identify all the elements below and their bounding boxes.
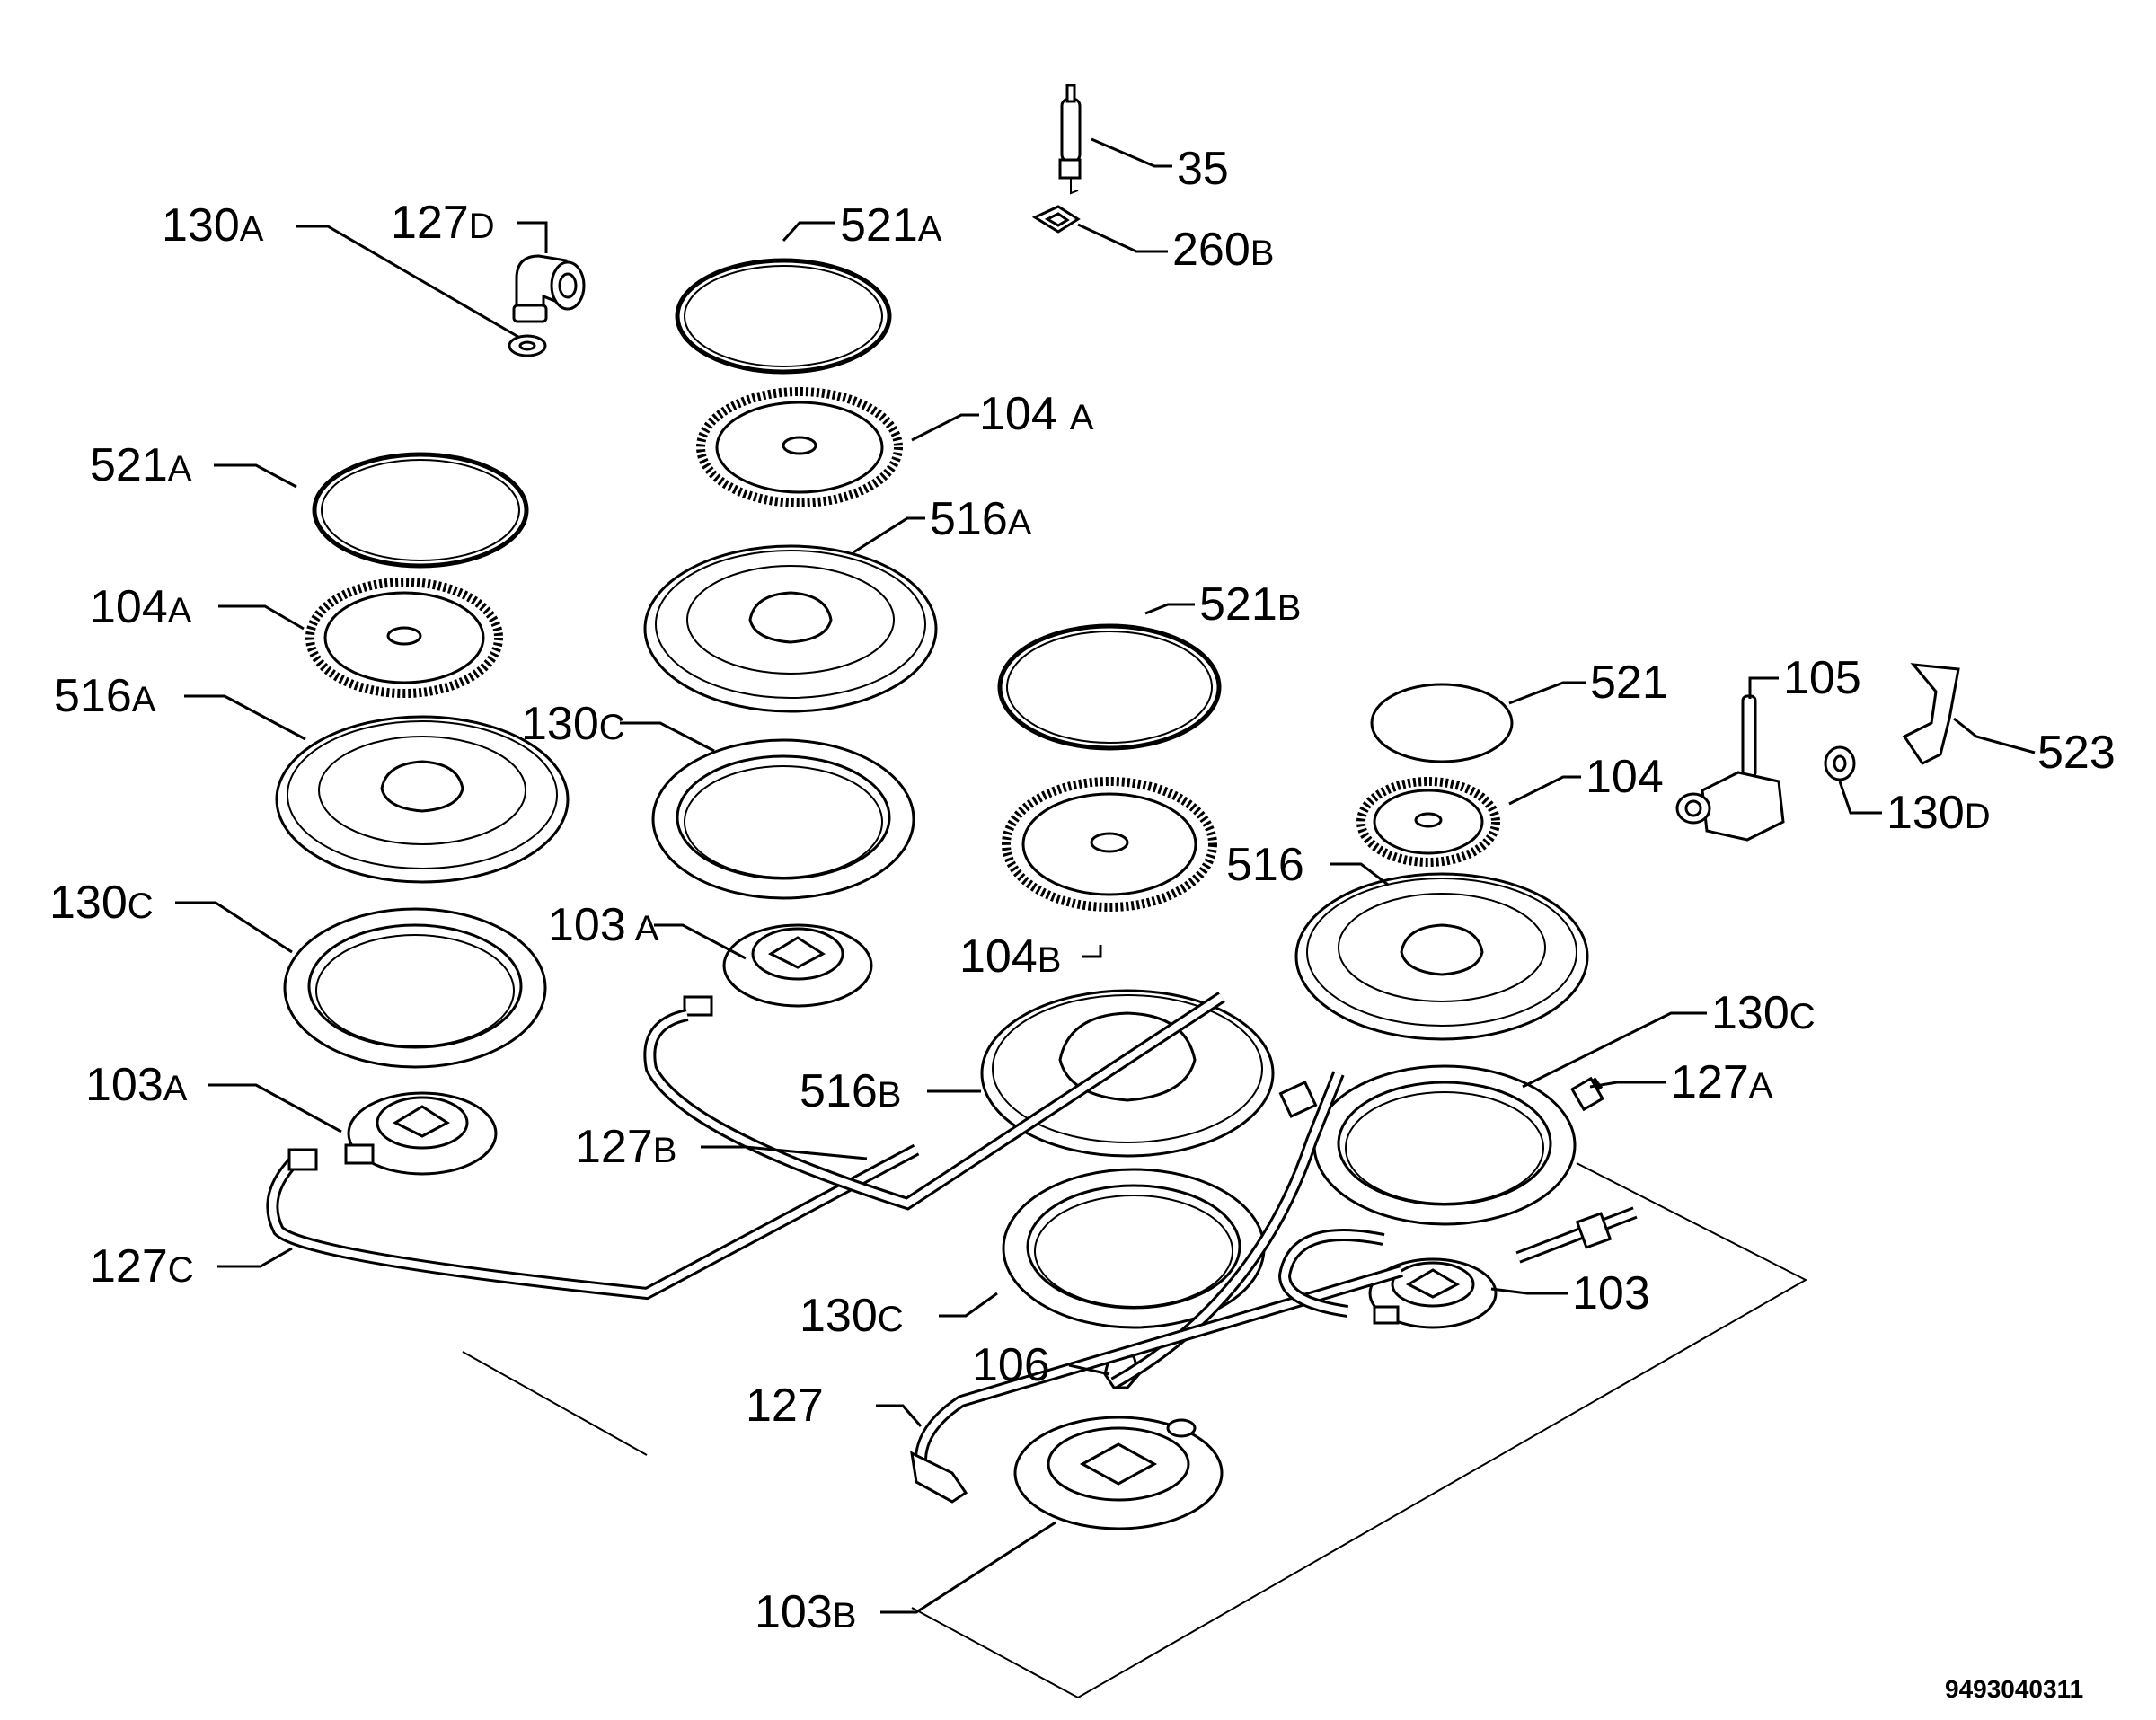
gas-pipe-right [1277,1076,1638,1318]
washer-130d [1824,745,1856,781]
label-516a-mid: 516A [930,493,1032,545]
washer-130a [508,334,547,357]
label-103a-left: 103A [85,1059,188,1111]
label-127b: 127B [575,1121,676,1173]
label-523: 523 [2037,727,2116,779]
label-516b: 516B [800,1065,901,1117]
label-130c-right: 130C [1711,987,1816,1039]
label-127a: 127A [1671,1056,1773,1108]
label-127: 127 [746,1380,824,1432]
burner-base-103a-left [344,1091,498,1176]
label-35: 35 [1177,143,1229,195]
label-127d: 127D [391,197,495,249]
trim-ring-130c-mid [651,738,915,900]
sealing-ring-521 [1370,683,1514,763]
label-105: 105 [1783,652,1861,704]
label-106: 106 [972,1339,1050,1391]
trim-ring-130c-left [283,907,547,1069]
burner-cap-516a-mid [643,544,938,713]
gas-pipe-127c [266,1143,920,1301]
label-521a-left: 521A [90,439,192,491]
clip-260b [1031,205,1081,234]
burner-base-103b [1013,1416,1224,1530]
elbow-connector-127d [512,254,586,323]
burner-base-103a-mid [683,923,873,1017]
burner-crown-104a-left [305,578,503,698]
label-103: 103 [1572,1267,1650,1319]
gas-pipe-127 [910,1265,1403,1504]
label-521b: 521B [1199,578,1301,631]
sealing-ring-521b [997,623,1222,751]
sealing-ring-521a-left [312,452,529,569]
label-104a-left: 104A [90,581,192,633]
trim-ring-130c-bottom [1002,1168,1266,1329]
hob-outline [462,1162,1808,1699]
label-104b: 104B [959,931,1061,983]
label-127c: 127C [90,1240,194,1292]
label-130c-bottom: 130C [800,1290,904,1342]
label-516: 516 [1226,839,1304,891]
label-104: 104 [1586,751,1664,803]
sealing-ring-521a-mid [675,258,892,375]
label-516a-left: 516A [54,670,156,722]
label-130c-left: 130C [49,877,154,929]
burner-crown-104 [1356,777,1500,867]
gas-pipe-127b [643,992,1225,1211]
label-130a-top: 130A [162,199,264,251]
label-130d: 130D [1886,787,1991,839]
burner-crown-104b [1002,777,1217,912]
gas-pipe-127a [1110,1071,1345,1389]
drawing-code: 9493040311 [1945,1675,2083,1703]
label-130c-mid: 130C [521,698,625,750]
leader-lines [175,137,2036,1614]
burner-cap-516 [1294,872,1589,1041]
ignition-electrode-35 [1058,84,1082,195]
label-260b: 260B [1172,224,1274,276]
label-521: 521 [1590,657,1668,709]
burner-cap-516a-left [275,715,570,884]
label-521a-mid: 521A [840,199,942,251]
label-103b: 103B [755,1586,856,1638]
burner-crown-104a-mid [696,387,903,507]
trim-ring-130c-right [1312,1064,1577,1226]
gas-tap-105 [1675,694,1785,842]
bracket-523 [1902,663,1960,765]
